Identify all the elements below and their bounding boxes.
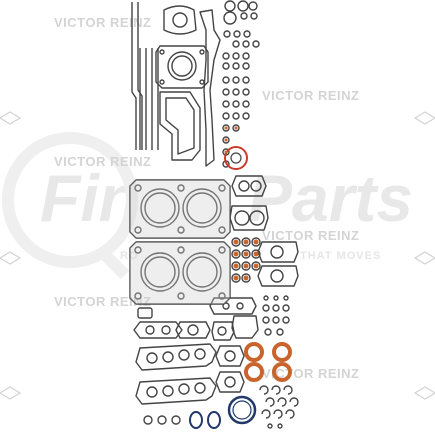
oil-seal-icon bbox=[189, 146, 292, 429]
brand-overlay-text-right: Parts bbox=[248, 161, 414, 235]
intake-manifold-gasket-icon bbox=[135, 343, 217, 405]
watermark-top-left: VICTOR REINZ bbox=[54, 15, 152, 30]
watermark-left-3: VICTOR REINZ bbox=[54, 294, 152, 309]
overlay-tagline-left: RO bbox=[120, 250, 139, 262]
watermark-left-2: VICTOR REINZ bbox=[54, 154, 152, 169]
long-strip-gaskets-icon bbox=[131, 2, 159, 150]
overlay-tagline-right: THAT MOVES bbox=[300, 250, 382, 262]
watermark-right-1: VICTOR REINZ bbox=[262, 88, 360, 103]
watermark-right-2: VICTOR REINZ bbox=[262, 228, 360, 243]
throttle-body-gasket-icon bbox=[155, 45, 209, 89]
cylinder-head-gasket-icon bbox=[129, 179, 231, 239]
